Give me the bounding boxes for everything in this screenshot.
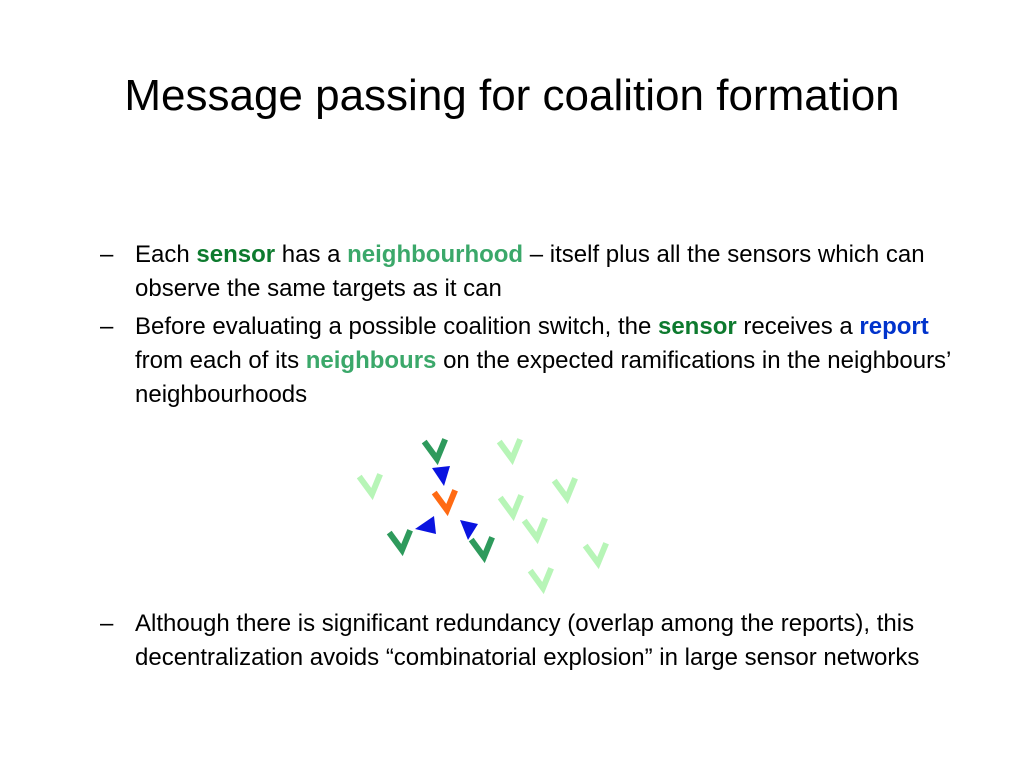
bullet-text: – itself plus all the sensors which can …	[135, 241, 925, 302]
bullet-text: Before evaluating a possible coalition s…	[135, 313, 658, 340]
other-sensor-icon	[582, 542, 609, 570]
message-arrow-icon	[460, 520, 478, 540]
slide-title: Message passing for coalition formation	[124, 71, 900, 120]
neighbour-sensor-icon	[421, 438, 448, 466]
bullet-text: Although there is significant redundancy…	[135, 610, 920, 671]
keyword-neighbours: neighbours	[305, 347, 437, 374]
message-arrow-icon	[432, 466, 450, 486]
bullet-report: – Before evaluating a possible coalition…	[100, 310, 960, 412]
bullet-text: from each of its	[135, 347, 306, 374]
other-sensor-icon	[496, 438, 523, 466]
bullet-text: on the expected ramifications in the nei…	[135, 347, 951, 408]
bullet-list-bottom: – Although there is significant redundan…	[100, 607, 960, 679]
bullet-dash: –	[100, 241, 114, 268]
message-arrow-icon	[415, 516, 436, 534]
other-sensor-icon	[551, 477, 578, 505]
bullet-text: receives a	[736, 313, 860, 340]
neighbour-sensor-icon	[468, 536, 495, 564]
neighbour-sensor-icon	[386, 529, 413, 557]
bullet-redundancy: – Although there is significant redundan…	[100, 607, 960, 675]
center-sensor-icon	[431, 489, 458, 517]
keyword-neighbourhood: neighbourhood	[347, 241, 524, 268]
sensor-network-diagram	[356, 438, 609, 595]
bullet-text: Each	[135, 241, 197, 268]
keyword-sensor: sensor	[657, 313, 737, 340]
other-sensor-icon	[521, 517, 548, 545]
other-sensor-icon	[356, 473, 383, 501]
bullet-dash: –	[100, 610, 114, 637]
keyword-sensor: sensor	[196, 241, 276, 268]
other-sensor-icon	[527, 567, 554, 595]
bullet-dash: –	[100, 313, 114, 340]
bullet-neighbourhood: – Each sensor has a neighbourhood – itse…	[100, 238, 960, 306]
bullet-text: has a	[275, 241, 348, 268]
keyword-report: report	[859, 313, 929, 340]
other-sensor-icon	[497, 494, 524, 522]
bullet-list-top: – Each sensor has a neighbourhood – itse…	[100, 238, 960, 416]
